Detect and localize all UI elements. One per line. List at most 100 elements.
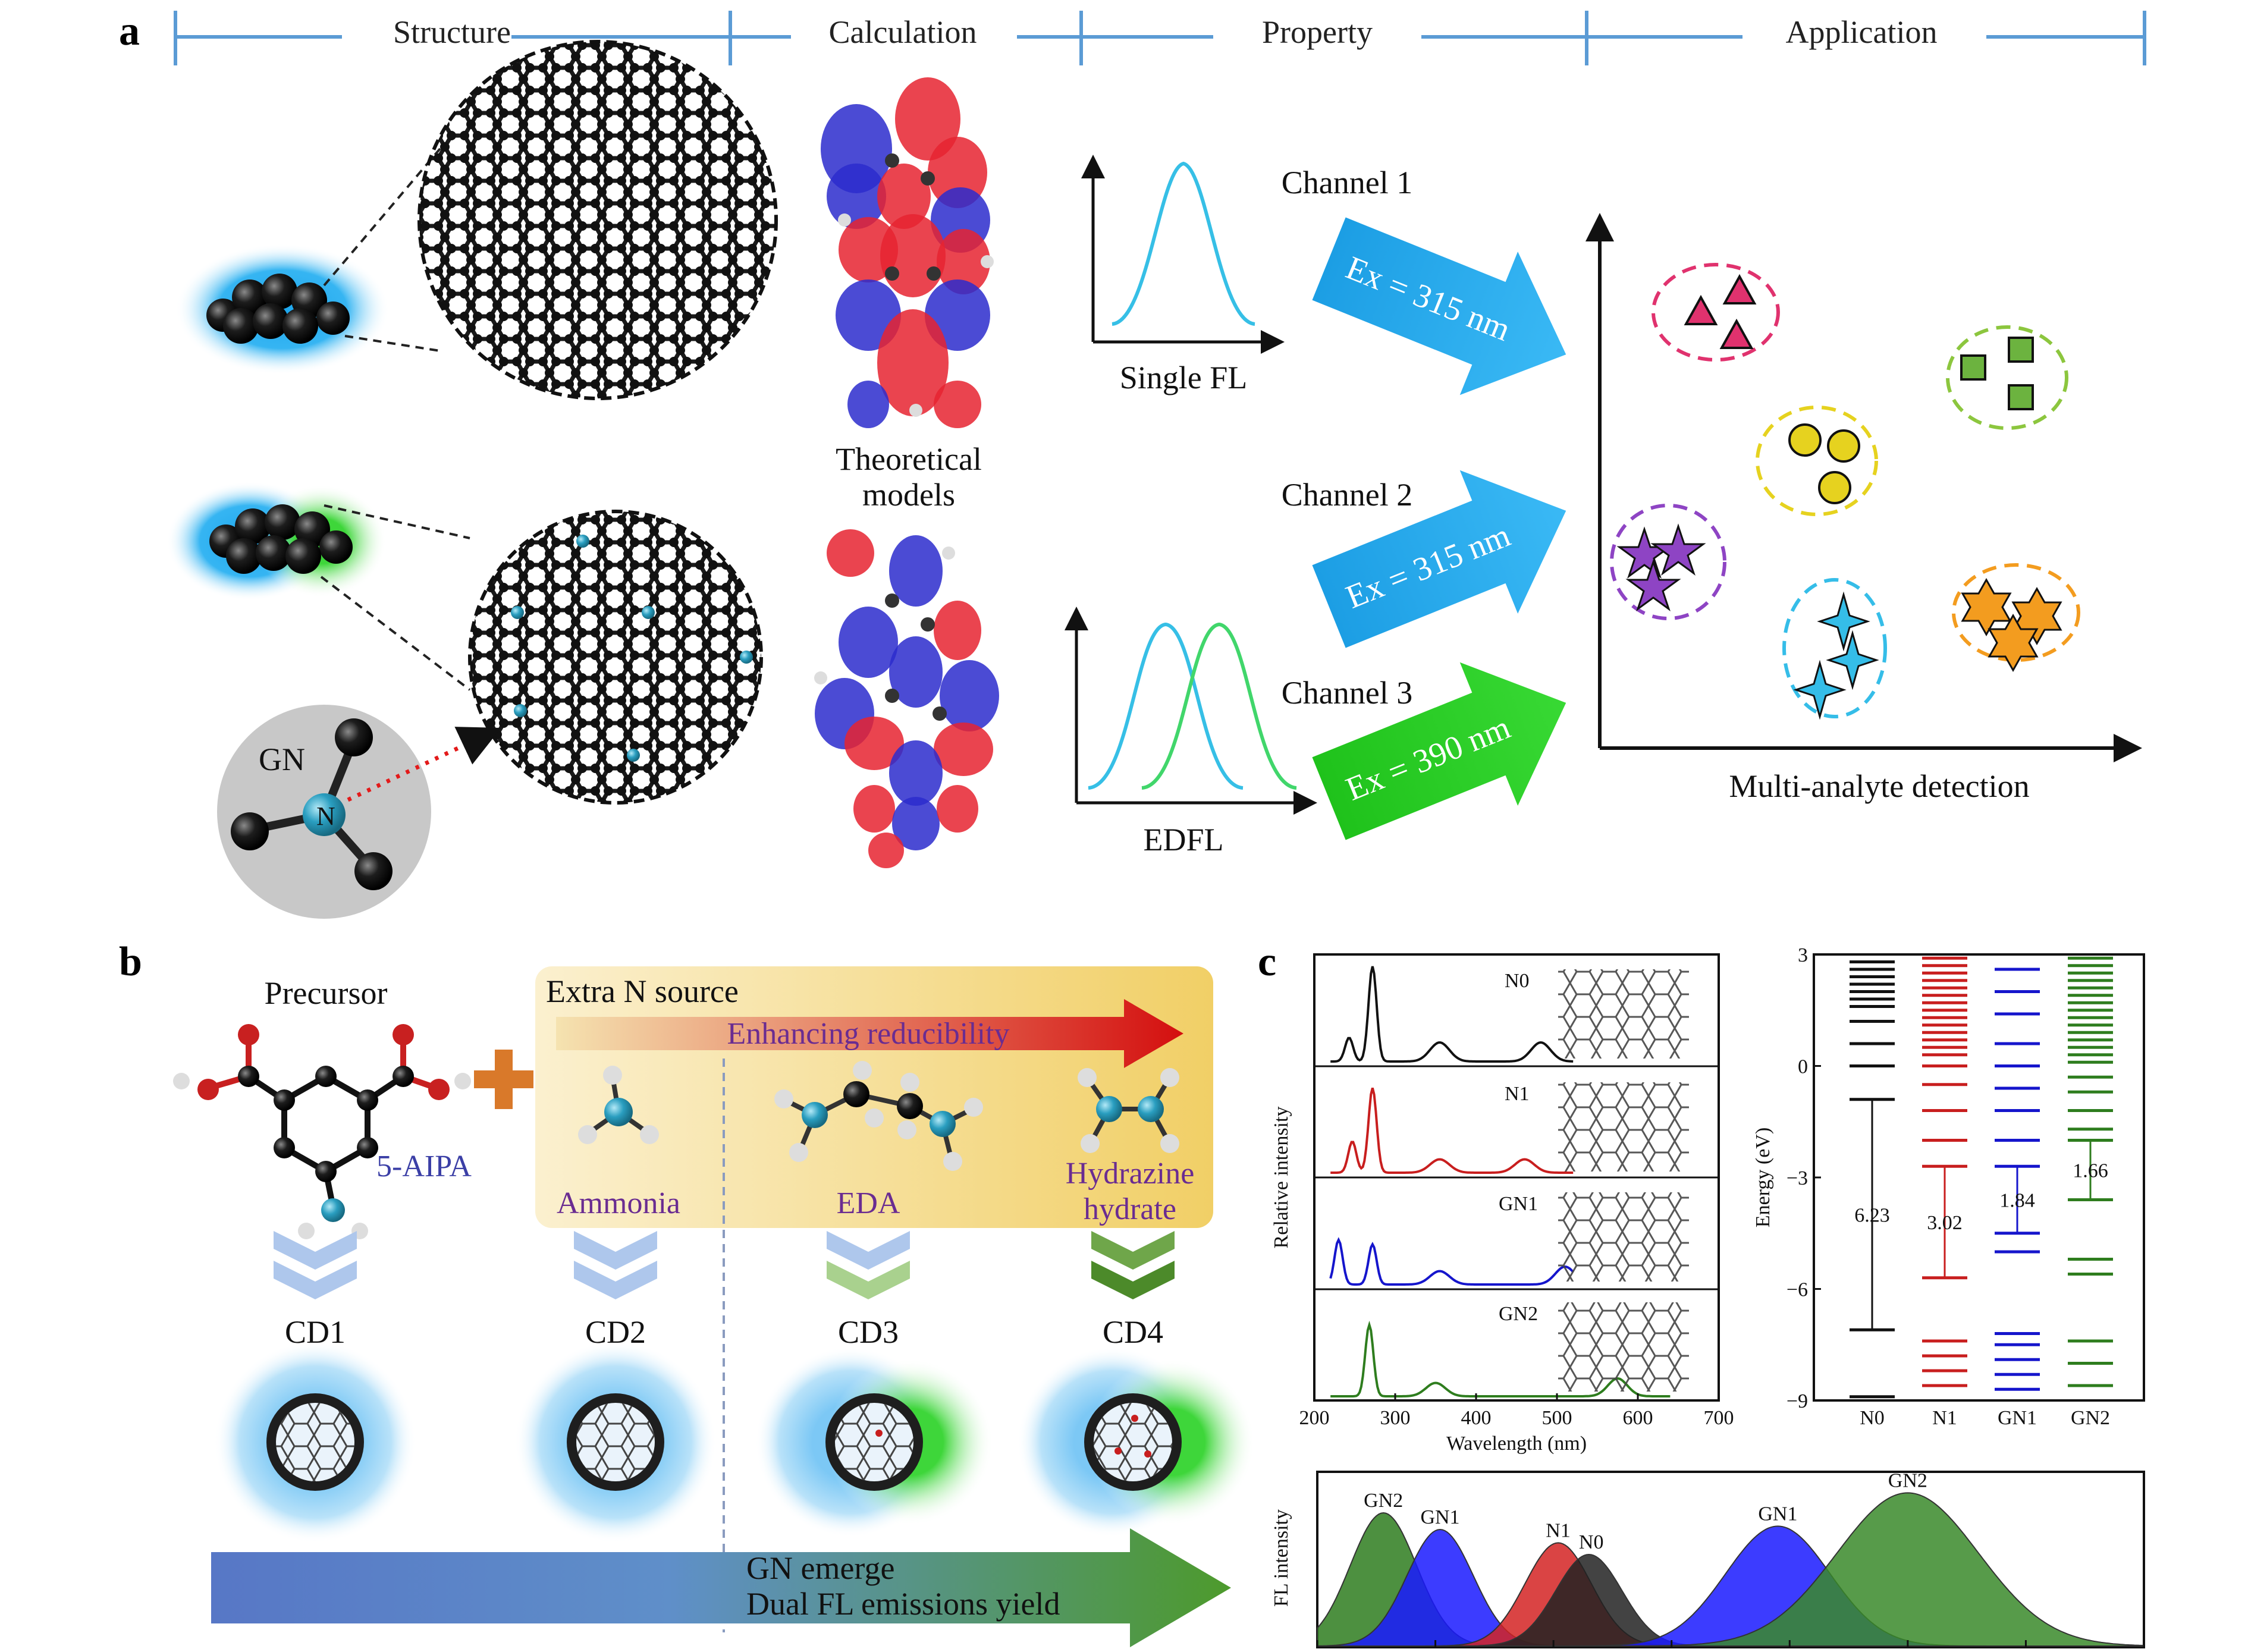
molecule-thumbnail — [1558, 969, 1689, 1392]
gn-emerge-line2: Dual FL emissions yield — [746, 1586, 1060, 1622]
header-property: Property — [1262, 14, 1373, 50]
header-calculation: Calculation — [829, 14, 977, 50]
gn-emerge-arrow — [211, 1528, 1231, 1647]
zoom-line — [324, 504, 470, 539]
abs-tick-label: 400 — [1461, 1407, 1492, 1429]
energy-tick-label: −9 — [1787, 1390, 1808, 1412]
abs-ylabel: Relative intensity — [1270, 1107, 1292, 1249]
source-ammonia: Ammonia — [557, 1186, 680, 1220]
ammonia-molecule — [578, 1066, 659, 1144]
panel-label-b: b — [119, 939, 142, 985]
header-application: Application — [1786, 14, 1938, 50]
gn-inset: GN N — [217, 705, 431, 919]
energy-category-label: GN1 — [1998, 1407, 2037, 1429]
energy-tick-label: −3 — [1787, 1167, 1808, 1189]
precursor-label: Precursor — [265, 975, 388, 1011]
cd2-dot — [514, 1341, 717, 1543]
energy-tick-label: −6 — [1787, 1279, 1808, 1301]
gap-value: 6.23 — [1854, 1205, 1890, 1227]
fl-peak-label: N1 — [1546, 1519, 1571, 1541]
fl-peak-label: GN2 — [1888, 1469, 1927, 1491]
hydrazine-molecule — [1078, 1068, 1179, 1153]
chevron-icon — [574, 1231, 657, 1299]
abs-label-n0: N0 — [1505, 970, 1530, 992]
calc-label-line2: models — [862, 477, 955, 513]
square-cluster — [1946, 325, 2068, 430]
abs-tick-label: 600 — [1623, 1407, 1653, 1429]
panel-label-c: c — [1258, 939, 1276, 985]
cd-cluster-bottom — [167, 482, 387, 601]
energy-ylabel: Energy (eV) — [1752, 1127, 1774, 1227]
abs-tick-label: 200 — [1299, 1407, 1330, 1429]
hexstar-cluster — [1952, 563, 2080, 673]
abs-label-n1: N1 — [1505, 1083, 1530, 1105]
abs-label-gn2: GN2 — [1499, 1303, 1538, 1325]
single-fl-label: Single FL — [1120, 360, 1248, 395]
svg-text:Enhancing reducibility: Enhancing reducibility — [727, 1017, 1009, 1051]
enhancing-arrow: Enhancing reducibility — [556, 999, 1183, 1068]
chevron-icon — [827, 1231, 910, 1299]
multi-analyte-label: Multi-analyte detection — [1729, 768, 2029, 804]
gap-value: 1.66 — [2073, 1160, 2108, 1182]
fl-peak-label: GN1 — [1420, 1506, 1459, 1528]
energy-tick-label: 3 — [1798, 944, 1808, 966]
source-hydrazine-line2: hydrate — [1084, 1192, 1176, 1226]
extra-n-label: Extra N source — [546, 973, 739, 1009]
energy-category-label: N0 — [1860, 1407, 1885, 1429]
chevron-icon — [274, 1231, 357, 1299]
fl-area-gn2 — [1624, 1492, 2145, 1647]
triangle-cluster — [1652, 263, 1780, 362]
graphene-zoom-bottom — [468, 510, 763, 805]
zoom-line — [344, 335, 441, 352]
single-fl-plot — [1081, 155, 1285, 354]
channel-3-label: Channel 3 — [1282, 675, 1412, 711]
abs-label-gn1: GN1 — [1499, 1193, 1538, 1215]
panel-label-a: a — [119, 8, 140, 54]
eda-molecule — [774, 1061, 983, 1171]
source-hydrazine-line1: Hydrazine — [1066, 1157, 1195, 1191]
cd3-label: CD3 — [838, 1314, 899, 1350]
excitation-arrow-3: Ex = 390 nm — [1312, 662, 1566, 840]
abs-series-n0 — [1330, 966, 1574, 1063]
abs-tick-label: 300 — [1380, 1407, 1411, 1429]
fl-peak-label: GN2 — [1364, 1490, 1403, 1512]
excitation-arrow-1: Ex = 315 nm — [1312, 217, 1566, 395]
chevron-icon — [1091, 1231, 1175, 1299]
energy-category-label: N1 — [1932, 1407, 1957, 1429]
orbital-model-top — [821, 77, 994, 428]
gn-emerge-line1: GN emerge — [746, 1550, 894, 1586]
edfl-label: EDFL — [1144, 822, 1224, 858]
multi-analyte-plot — [1585, 213, 2142, 762]
energy-tick-label: 0 — [1798, 1056, 1808, 1078]
sparkle-cluster — [1782, 578, 1887, 720]
star-cluster — [1610, 504, 1726, 620]
cd4-label: CD4 — [1103, 1314, 1163, 1350]
abs-series-gn1 — [1329, 1237, 1574, 1286]
cd1-dot — [214, 1341, 416, 1543]
abs-tick-label: 500 — [1542, 1407, 1572, 1429]
abs-xlabel: Wavelength (nm) — [1446, 1433, 1587, 1455]
orbital-model-bottom — [814, 529, 999, 868]
header-structure: Structure — [393, 14, 511, 50]
energy-category-label: GN2 — [2071, 1407, 2110, 1429]
graphene-zoom-top — [417, 40, 778, 400]
cd3-dot — [755, 1347, 993, 1537]
abs-tick-label: 700 — [1704, 1407, 1734, 1429]
precursor-molecule — [173, 1024, 471, 1239]
source-eda: EDA — [837, 1186, 900, 1220]
n-atom-label: N — [316, 802, 335, 831]
header-timeline — [174, 11, 2146, 65]
gn-label: GN — [259, 742, 305, 777]
fl-ylabel: FL intensity — [1270, 1509, 1292, 1607]
calc-label-line1: Theoretical — [836, 441, 982, 477]
channel-2-label: Channel 2 — [1282, 477, 1412, 513]
excitation-arrow-2: Ex = 315 nm — [1312, 470, 1566, 648]
abs-series-n1 — [1330, 1088, 1574, 1174]
gap-value: 1.84 — [1999, 1190, 2035, 1212]
fl-peak-label: N0 — [1579, 1531, 1604, 1553]
circle-cluster — [1756, 406, 1878, 516]
zoom-line — [320, 576, 471, 691]
absorption-chart: 200 300 400 500 600 700 N0 N1 GN1 GN2 Wavelen… — [1270, 953, 1734, 1455]
